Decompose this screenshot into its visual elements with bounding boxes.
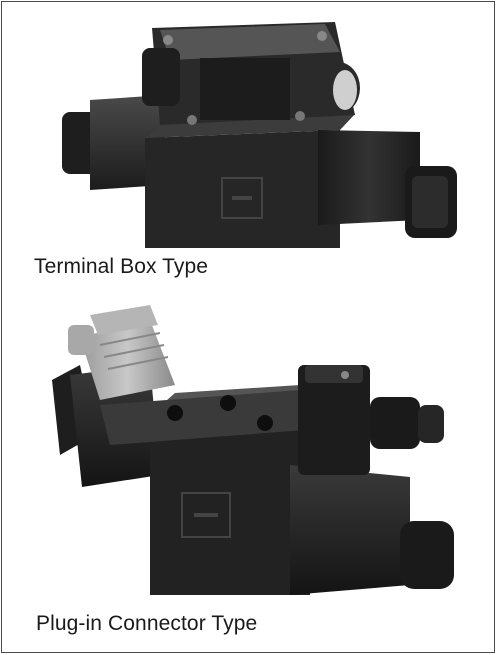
plug-in-connector-type-caption: Plug-in Connector Type	[36, 612, 258, 635]
terminal-box-type-caption: Terminal Box Type	[34, 255, 209, 278]
terminal-box-valve-image	[62, 22, 457, 248]
plug-in-connector-valve-image	[52, 305, 454, 595]
